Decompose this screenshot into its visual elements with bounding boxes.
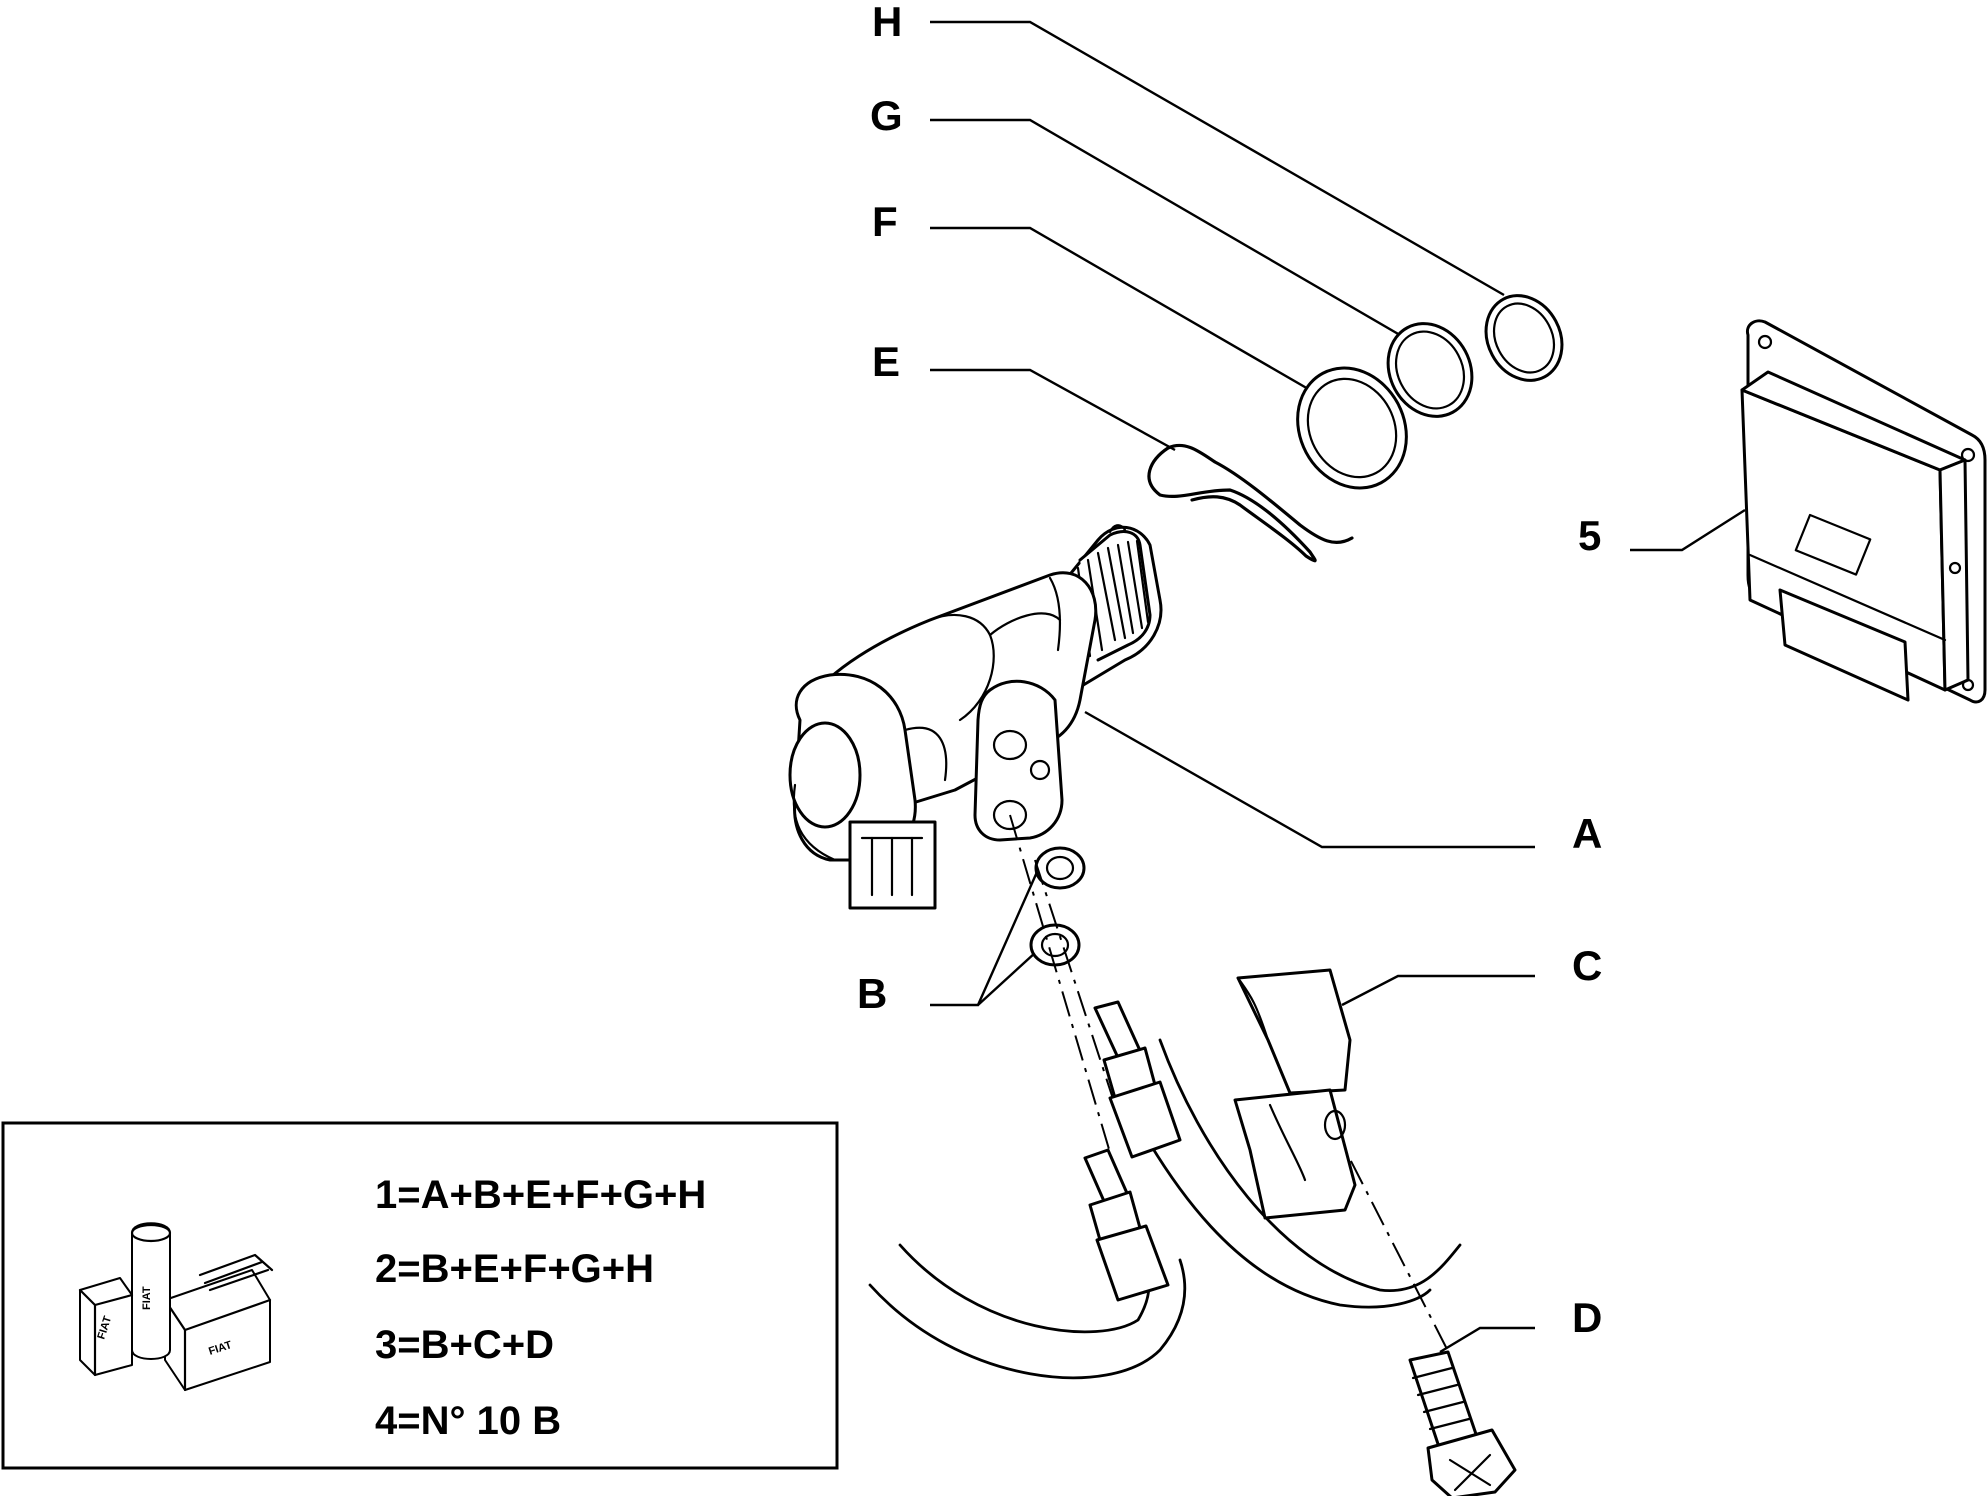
control-unit-5 [1740, 319, 1987, 704]
callout-f: F [872, 198, 898, 245]
fiat-parts-kit-icon: FIAT FIAT FIAT [78, 1222, 274, 1392]
leader-line-a [1084, 710, 1535, 849]
retaining-clip-e [1147, 443, 1354, 563]
hose-connector-lower [1083, 1148, 1170, 1302]
kit-line-1: 1=A+B+E+F+G+H [375, 1173, 706, 1217]
hose-connector-upper [1093, 1000, 1182, 1159]
callout-h: H [872, 0, 902, 45]
leader-line-g [930, 118, 1401, 337]
kit-line-4: 4=N° 10 B [375, 1399, 561, 1443]
callout-e: E [872, 338, 900, 385]
assembly-axes [1009, 814, 1451, 1356]
callout-d: D [1572, 1294, 1602, 1341]
bolt-d [1408, 1350, 1517, 1496]
kit-line-2: 2=B+E+F+G+H [375, 1247, 654, 1291]
callout-5: 5 [1578, 512, 1601, 559]
leader-line-c [1341, 974, 1535, 1007]
kit-icon-label-2: FIAT [141, 1286, 153, 1310]
leader-line-f [930, 226, 1311, 392]
washers-b [1029, 846, 1086, 967]
callout-g: G [870, 92, 903, 139]
pipe-clamp-c [1233, 968, 1357, 1220]
o-ring-g [1386, 322, 1474, 418]
leader-line-h [930, 20, 1505, 297]
callout-c: C [1572, 942, 1602, 989]
sensor-body-a [788, 524, 1163, 910]
leader-line-b1 [930, 871, 1039, 1007]
kit-line-3: 3=B+C+D [375, 1323, 554, 1367]
leader-line-d [1439, 1326, 1535, 1354]
leader-line-e [930, 368, 1176, 452]
leader-lines [930, 20, 1746, 1354]
pipes [868, 1038, 1462, 1380]
o-ring-h [1484, 294, 1564, 382]
o-ring-f [1296, 366, 1408, 490]
kit-legend: FIAT FIAT FIAT 1=A+B+E+F+G+H 2=B+E+F+G+H… [1, 1121, 839, 1470]
callout-a: A [1572, 810, 1602, 857]
leader-line-5 [1630, 508, 1746, 552]
callout-b: B [857, 970, 887, 1017]
